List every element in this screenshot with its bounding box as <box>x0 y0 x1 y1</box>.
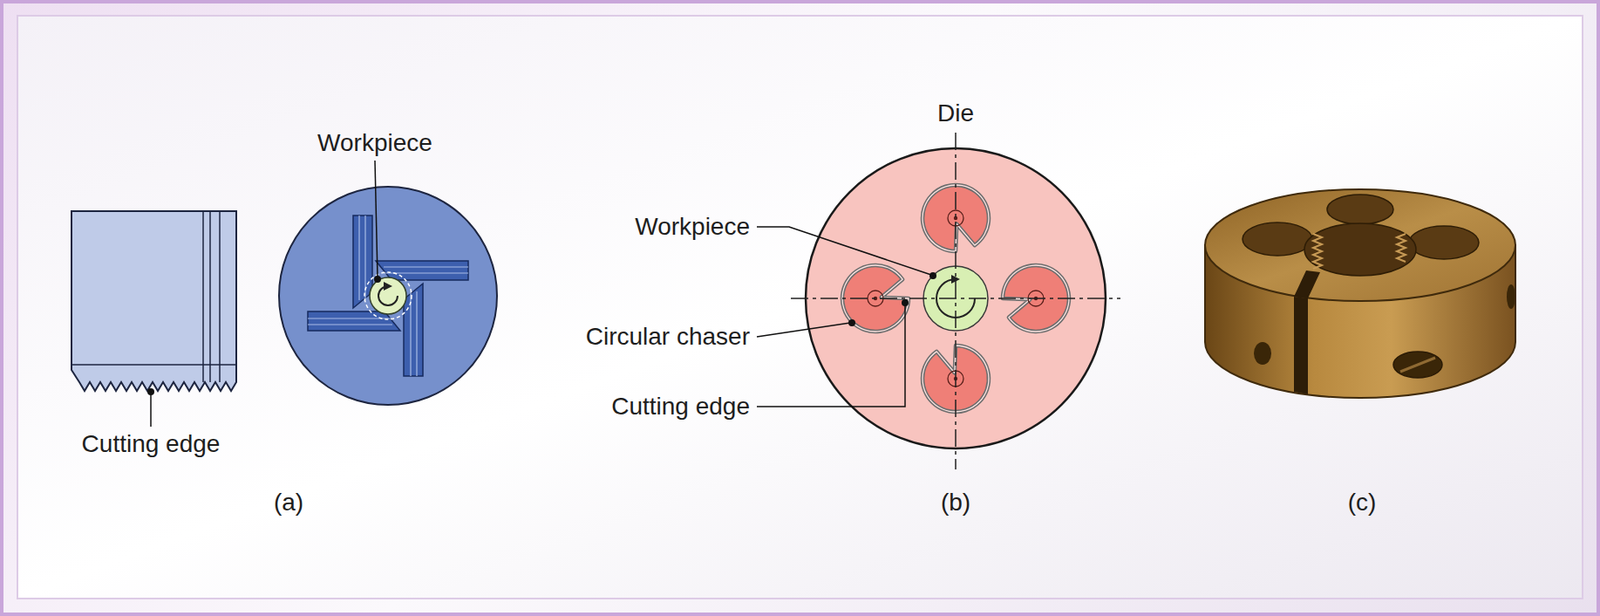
part-label: Cutting edge <box>81 429 221 458</box>
leader-line <box>756 322 851 337</box>
leader-dot <box>901 299 909 307</box>
workpiece <box>369 277 407 314</box>
blade-stripe <box>383 265 469 267</box>
panel-label: (a) <box>273 488 304 517</box>
screw-hole <box>1506 284 1516 309</box>
leader-dot <box>147 388 155 395</box>
leader-line <box>756 226 932 275</box>
die-body <box>279 186 498 405</box>
part-label: Die <box>937 99 974 128</box>
part-label: Circular chaser <box>585 322 750 351</box>
rotation-arrow <box>378 285 398 306</box>
screw-hole <box>1253 341 1272 365</box>
adjusting-slit <box>1293 270 1321 299</box>
chaser-edge-line <box>71 363 237 366</box>
chaser-body <box>71 211 237 391</box>
flat-chaser <box>71 211 237 427</box>
leader-line <box>374 160 378 278</box>
chaser-strip <box>202 211 205 382</box>
thread-teeth <box>1313 233 1322 269</box>
chaser-set <box>307 215 469 376</box>
part-label: Workpiece <box>634 212 750 241</box>
leader-dot <box>374 275 382 283</box>
adjusting-slit <box>1293 296 1308 395</box>
center-line <box>954 132 957 470</box>
panel-label: (b) <box>940 488 971 517</box>
clearance-hole <box>1409 225 1479 259</box>
screw-hole <box>1393 351 1443 378</box>
die-top <box>1205 189 1516 301</box>
round-die <box>1205 189 1516 398</box>
part-label: Cutting edge <box>611 392 750 421</box>
screw-slot <box>1400 357 1436 372</box>
blade-stripe <box>307 323 393 325</box>
part-label: Workpiece <box>317 129 433 157</box>
leader-dot <box>848 319 856 327</box>
center-line <box>790 297 1121 300</box>
chaser-strip <box>209 211 212 382</box>
clearance-hole <box>1327 194 1394 225</box>
threaded-hole <box>1304 223 1417 276</box>
leader-line <box>756 304 906 407</box>
leader-line <box>149 393 152 427</box>
blade-stripe <box>358 215 360 300</box>
chaser-strip <box>218 211 221 382</box>
panel-label: (c) <box>1348 488 1377 517</box>
flat-chaser-die <box>279 160 498 405</box>
circular-chaser-die <box>756 132 1121 470</box>
thread-outline <box>364 272 412 320</box>
inner-panel <box>17 15 1583 599</box>
clearance-hole <box>1242 222 1313 256</box>
leader-dot <box>929 272 937 280</box>
blade-stripe <box>415 291 417 376</box>
thread-teeth <box>1396 233 1406 262</box>
